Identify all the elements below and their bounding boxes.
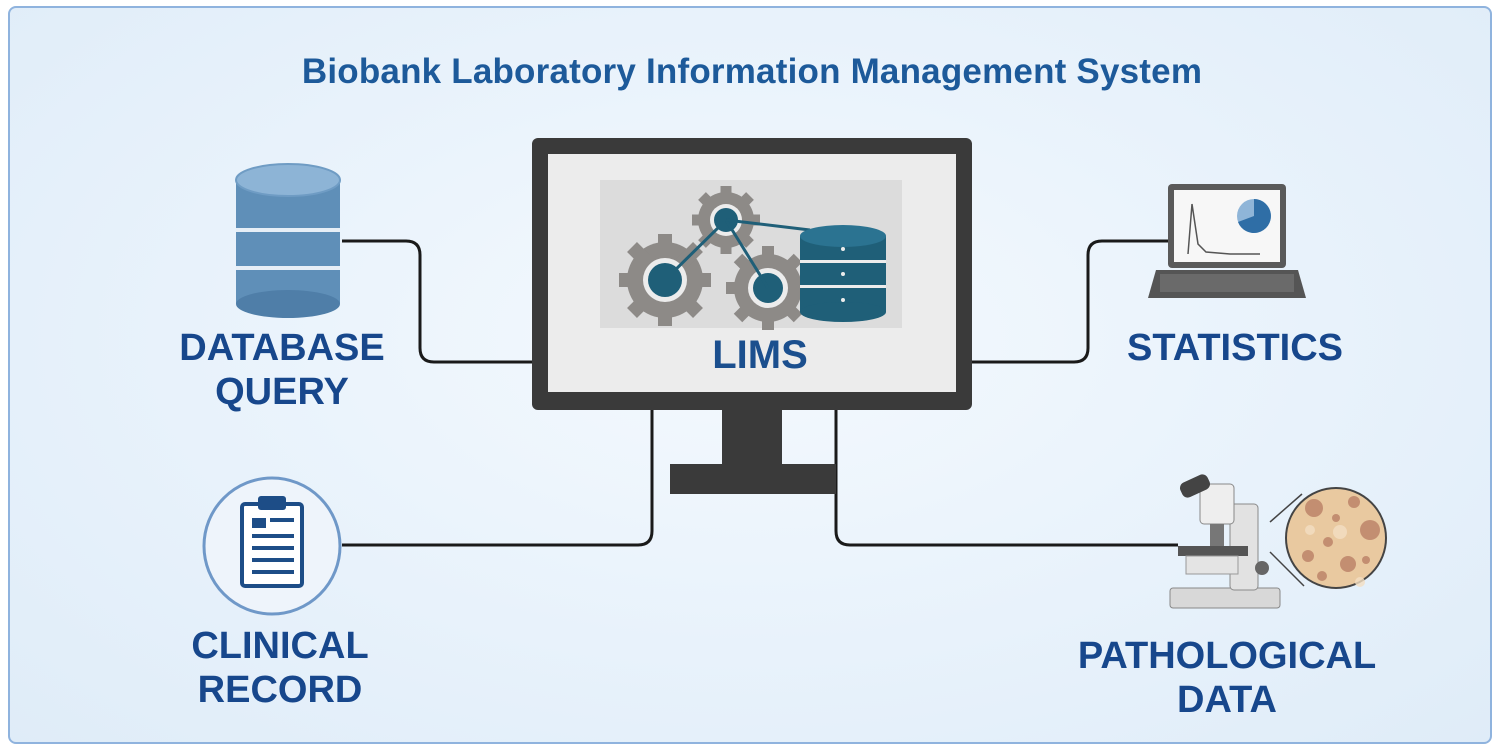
microscope-icon	[1169, 474, 1305, 609]
diagram-artwork	[202, 138, 1387, 616]
laptop-icon	[1148, 184, 1306, 298]
diagram-title: Biobank Laboratory Information Managemen…	[301, 52, 1203, 91]
connector-statistics	[972, 239, 1168, 364]
connector-database	[342, 239, 532, 364]
monitor-icon	[532, 138, 972, 494]
pathological-data-label: PATHOLOGICAL DATA	[1077, 635, 1377, 721]
lims-database-icon	[800, 225, 886, 322]
statistics-label: STATISTICS	[1126, 327, 1344, 369]
connector-pathological	[834, 406, 1178, 547]
database-query-label: DATABASE QUERY	[179, 327, 385, 413]
connector-clinical	[342, 406, 654, 547]
diagram-canvas: Biobank Laboratory Information Managemen…	[8, 6, 1492, 744]
tissue-sample-icon	[1285, 487, 1387, 589]
clipboard-icon	[202, 476, 342, 616]
clinical-record-label: CLINICAL RECORD	[191, 625, 369, 711]
database-icon	[235, 163, 341, 318]
lims-label: LIMS	[712, 333, 808, 377]
